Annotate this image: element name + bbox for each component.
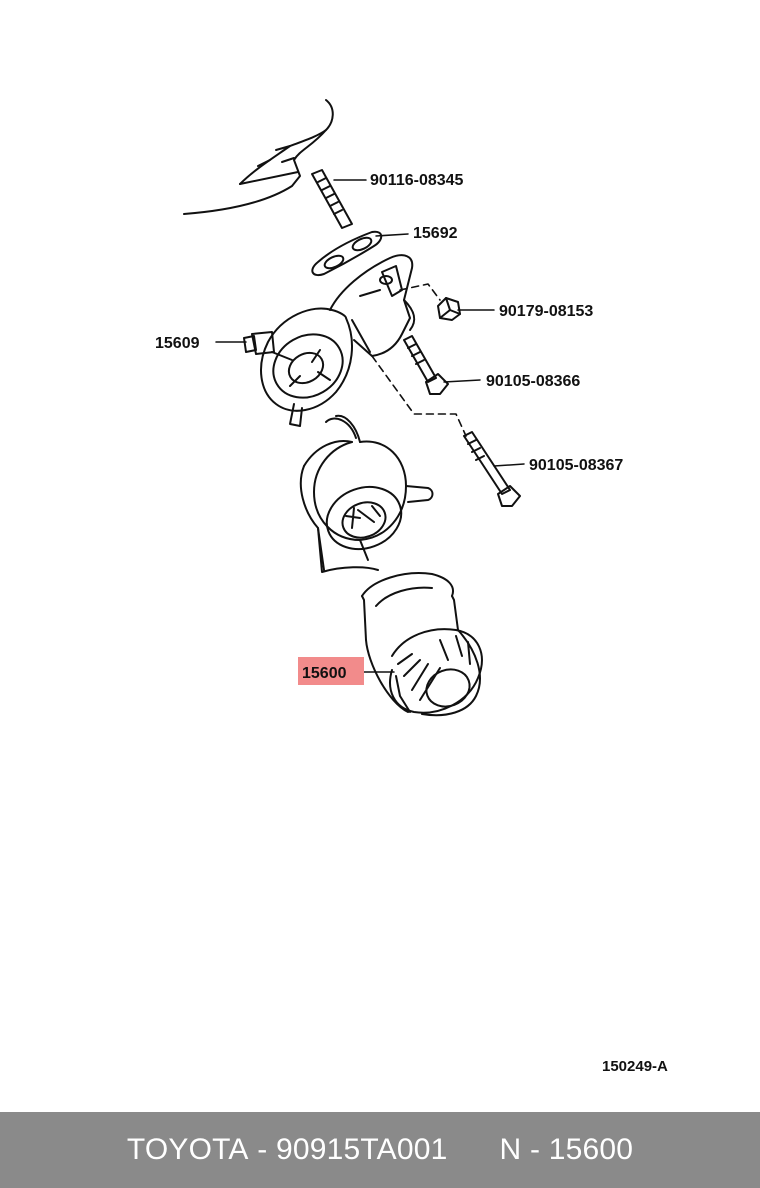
bolt-b-part <box>463 431 521 507</box>
label-stud[interactable]: 90116-08345 <box>370 172 464 189</box>
label-gasket[interactable]: 15692 <box>413 225 458 242</box>
engine-block-fragment <box>183 99 334 215</box>
reference-code: 150249-A <box>602 1058 668 1075</box>
footer-brand: TOYOTA <box>126 1133 249 1166</box>
gasket-part <box>311 230 383 276</box>
parts-diagram: 90116-08345 15692 90179-08153 15609 9010… <box>155 99 668 1075</box>
bolt-a-part <box>403 335 449 395</box>
label-filter[interactable]: 15600 <box>302 665 347 682</box>
label-bolt-b[interactable]: 90105-08367 <box>529 457 623 474</box>
footer-part-number: 90915TA001 <box>275 1133 448 1166</box>
leader-lines <box>215 179 525 673</box>
label-nut[interactable]: 90179-08153 <box>499 303 593 320</box>
label-bracket[interactable]: 15609 <box>155 335 200 352</box>
footer-callout-prefix: N <box>499 1133 522 1166</box>
stud-part <box>311 169 353 229</box>
footer-separator: - <box>257 1133 268 1166</box>
filter-bracket-part <box>243 254 416 427</box>
footer-separator-2: - <box>529 1133 541 1166</box>
nut-part <box>437 297 461 321</box>
filter-mount-boss <box>299 414 434 573</box>
highlight-badge <box>298 657 364 685</box>
oil-filter-part <box>361 572 483 717</box>
installation-dashed-lines <box>371 283 467 437</box>
footer-bar: TOYOTA - 90915TA001 N - 15600 <box>0 1112 760 1188</box>
footer-callout-number: 15600 <box>548 1133 634 1166</box>
label-bolt-a[interactable]: 90105-08366 <box>486 373 580 390</box>
